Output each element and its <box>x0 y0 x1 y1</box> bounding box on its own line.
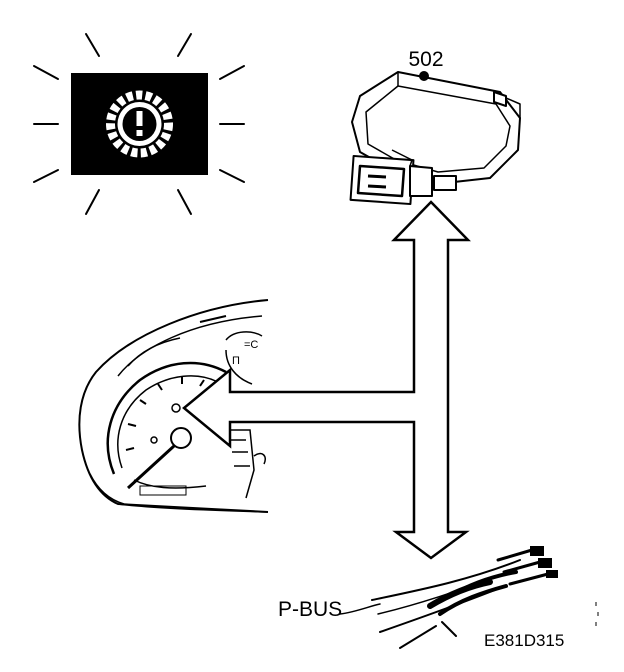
warning-lamp <box>33 33 245 215</box>
tachometer <box>106 361 227 496</box>
gear-exclamation-warning-icon <box>106 90 173 158</box>
scan-marks <box>595 602 599 626</box>
control-module <box>349 71 521 206</box>
instrument-cluster: =C Π <box>78 299 269 513</box>
wire-harness <box>339 546 558 649</box>
figure-code-label: E381D315 <box>484 631 564 650</box>
small-gauge: =C Π <box>225 331 263 385</box>
fuel-gauge <box>226 429 266 499</box>
tach-needle <box>126 444 176 490</box>
svg-text:=C: =C <box>244 339 258 351</box>
lamp-rays <box>33 33 245 215</box>
tach-hub <box>170 427 192 449</box>
module-number-label: 502 <box>408 48 443 71</box>
bus-arrow-outline <box>182 200 471 560</box>
tach-ticks <box>125 376 205 451</box>
bus-arrows <box>182 200 471 560</box>
svg-text:Π: Π <box>232 355 240 367</box>
bus-label: P-BUS <box>278 598 342 621</box>
